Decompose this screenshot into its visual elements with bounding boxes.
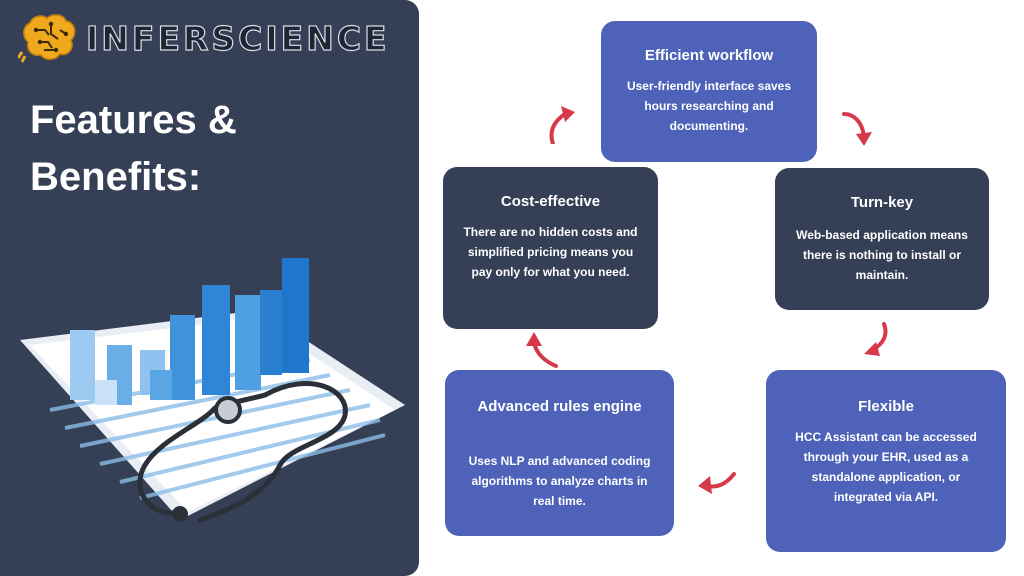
feature-card-desc-line: real time. (533, 494, 586, 508)
feature-card-desc-line: maintain. (855, 268, 909, 282)
feature-card-desc-line: pay only for what you need. (471, 265, 630, 279)
feature-card-description: Web-based application means there is not… (775, 225, 989, 285)
feature-card-desc-line: documenting. (669, 119, 749, 133)
feature-card-desc-line: HCC Assistant can be accessed (795, 430, 977, 444)
feature-card-advanced-rules-engine: Advanced rules engine Uses NLP and advan… (445, 370, 674, 536)
curved-arrow-icon (526, 332, 558, 368)
feature-card-title: Efficient workflow (644, 47, 774, 64)
feature-card-cost-effective: Cost-effective There are no hidden costs… (443, 167, 658, 329)
feature-card-title: Cost-effective (500, 193, 601, 210)
feature-card-desc-line: simplified pricing means you (467, 245, 634, 259)
curved-arrow-icon (549, 106, 575, 144)
feature-card-desc-line: integrated via API. (833, 490, 939, 504)
feature-card-description: There are no hidden costs and simplified… (443, 222, 658, 282)
brand-name: INFERSCIENCE (85, 18, 390, 58)
feature-card-title: Advanced rules engine (477, 398, 642, 415)
curved-arrow-icon (842, 112, 872, 146)
feature-card-title: Flexible (858, 398, 914, 415)
page-title: Features & Benefits: (30, 92, 390, 206)
feature-card-description: HCC Assistant can be accessed through yo… (766, 427, 1006, 507)
feature-card-desc-line: there is nothing to install or (802, 248, 961, 262)
feature-card-title: Turn-key (850, 194, 914, 211)
brand-logo[interactable]: INFERSCIENCE (18, 12, 410, 64)
bar-chart-stethoscope-illustration (20, 258, 405, 523)
feature-card-desc-line: algorithms to analyze charts in (471, 474, 648, 488)
feature-card-efficient-workflow: Efficient workflow User-friendly interfa… (601, 21, 817, 162)
feature-card-desc-line: There are no hidden costs and (463, 225, 638, 239)
curved-arrow-icon (864, 322, 888, 356)
feature-card-desc-line: standalone application, or (811, 470, 961, 484)
page-title-line-2: Benefits: (30, 155, 202, 199)
feature-card-description: Uses NLP and advanced coding algorithms … (445, 451, 674, 511)
left-panel: INFERSCIENCE Features & Benefits: (0, 0, 419, 576)
feature-card-flexible: Flexible HCC Assistant can be accessed t… (766, 370, 1006, 552)
feature-card-desc-line: Uses NLP and advanced coding (468, 454, 651, 468)
feature-card-description: User-friendly interface saves hours rese… (601, 76, 817, 136)
feature-card-desc-line: User-friendly interface saves (626, 79, 792, 93)
feature-card-desc-line: hours researching and (644, 99, 774, 113)
curved-arrow-icon (698, 472, 736, 494)
feature-card-turn-key: Turn-key Web-based application means the… (775, 168, 989, 310)
brain-circuit-icon (18, 14, 76, 63)
feature-card-desc-line: Web-based application means (796, 228, 968, 242)
feature-card-desc-line: through your EHR, used as a (803, 450, 969, 464)
page-title-line-1: Features & (30, 98, 237, 142)
